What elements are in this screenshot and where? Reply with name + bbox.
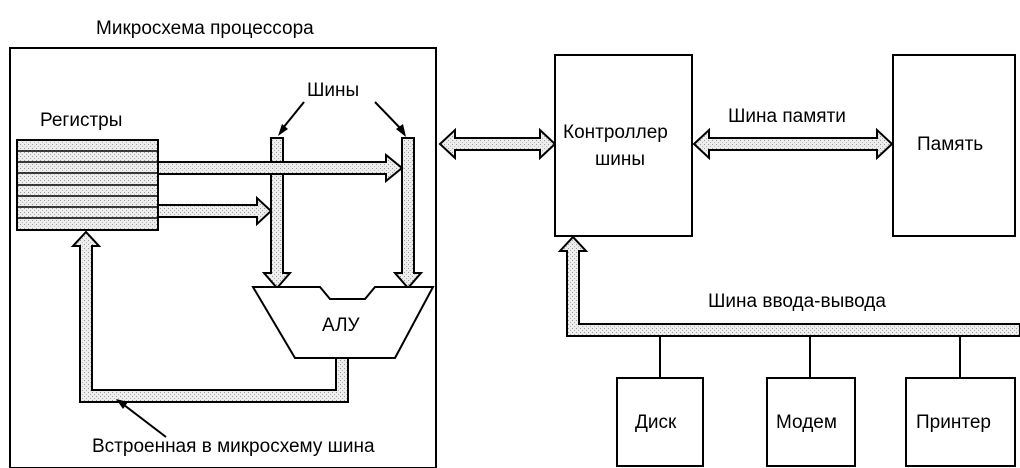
printer-box [905, 377, 1016, 467]
internal-bus-label: Встроенная в микросхему шина [92, 436, 375, 457]
memory-box [892, 54, 1016, 237]
bus-b-arrow [392, 137, 424, 290]
memory-bus-arrow [692, 127, 894, 161]
buses-pointer-right [374, 101, 401, 129]
registers-label: Регистры [40, 110, 122, 131]
io-bus [557, 235, 1020, 337]
internal-bus-loop [70, 230, 349, 403]
register-to-bus-b-arrow [157, 152, 404, 184]
memory-label: Память [917, 134, 983, 155]
registers [16, 139, 159, 231]
cpu-chip-box [9, 47, 437, 468]
cpu-chip-label: Микросхема процессора [96, 18, 314, 39]
printer-label: Принтер [916, 412, 991, 433]
memory-bus-label: Шина памяти [728, 106, 846, 127]
register-to-bus-a-arrow [157, 195, 273, 227]
buses-label: Шины [307, 80, 359, 101]
modem-box [766, 377, 856, 467]
alu-label: АЛУ [322, 315, 361, 336]
io-bus-label: Шина ввода-вывода [708, 291, 886, 312]
bus-controller-label-line2: шины [595, 149, 645, 170]
buses-pointer-left [282, 101, 305, 129]
modem-label: Модем [776, 412, 837, 433]
cpu-controller-arrow [438, 127, 557, 161]
disk-box [616, 377, 704, 467]
disk-label: Диск [635, 412, 677, 433]
alu [251, 286, 435, 359]
internal-bus-pointer [123, 404, 167, 438]
bus-a-arrow [261, 137, 293, 290]
bus-controller-label-line1: Контроллер [563, 122, 668, 143]
bus-controller-box [554, 54, 693, 237]
